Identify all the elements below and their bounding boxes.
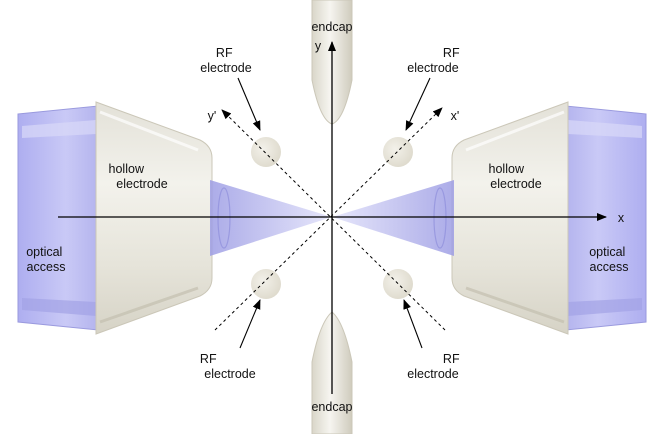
axis-y-prime-label: y' [208, 109, 217, 123]
hollow-electrode-right-label: hollow electrode [489, 162, 542, 191]
hollow-electrode-left-label: hollow electrode [109, 162, 168, 191]
axis-x-prime-label: x' [451, 109, 460, 123]
rf-bottom-right-label: RF electrode [407, 352, 463, 381]
rf-bottom-left-arrow [239, 299, 261, 349]
axis-x-label: x [618, 211, 625, 225]
endcap-bottom-label: endcap [311, 400, 352, 414]
axis-y-prime-line [221, 109, 446, 331]
rf-rod-top-left [251, 137, 281, 167]
optical-cone-left [210, 180, 332, 256]
rf-bottom-right-arrow [403, 299, 423, 349]
axis-x-prime-line [214, 107, 443, 331]
rf-rod-top-right [383, 137, 413, 167]
optical-access-right-label: optical access [589, 245, 629, 274]
rf-bottom-left-label: RF electrode [200, 352, 256, 381]
optical-access-left-label: optical access [26, 245, 66, 274]
optical-cone-right [332, 180, 454, 256]
optical-access-left [17, 105, 99, 331]
rf-top-left-arrow [237, 77, 261, 131]
hollow-electrode-right [451, 101, 569, 335]
rf-top-right-arrow [405, 77, 431, 131]
endcap-top-label: endcap [311, 20, 352, 34]
hollow-electrode-left [95, 101, 213, 335]
rf-top-right-label: RF electrode [407, 46, 463, 75]
optical-access-right [565, 105, 647, 331]
rf-rod-bottom-left [251, 269, 281, 299]
rf-top-left-label: RF electrode [200, 46, 251, 75]
axis-y-label: y [315, 39, 322, 53]
